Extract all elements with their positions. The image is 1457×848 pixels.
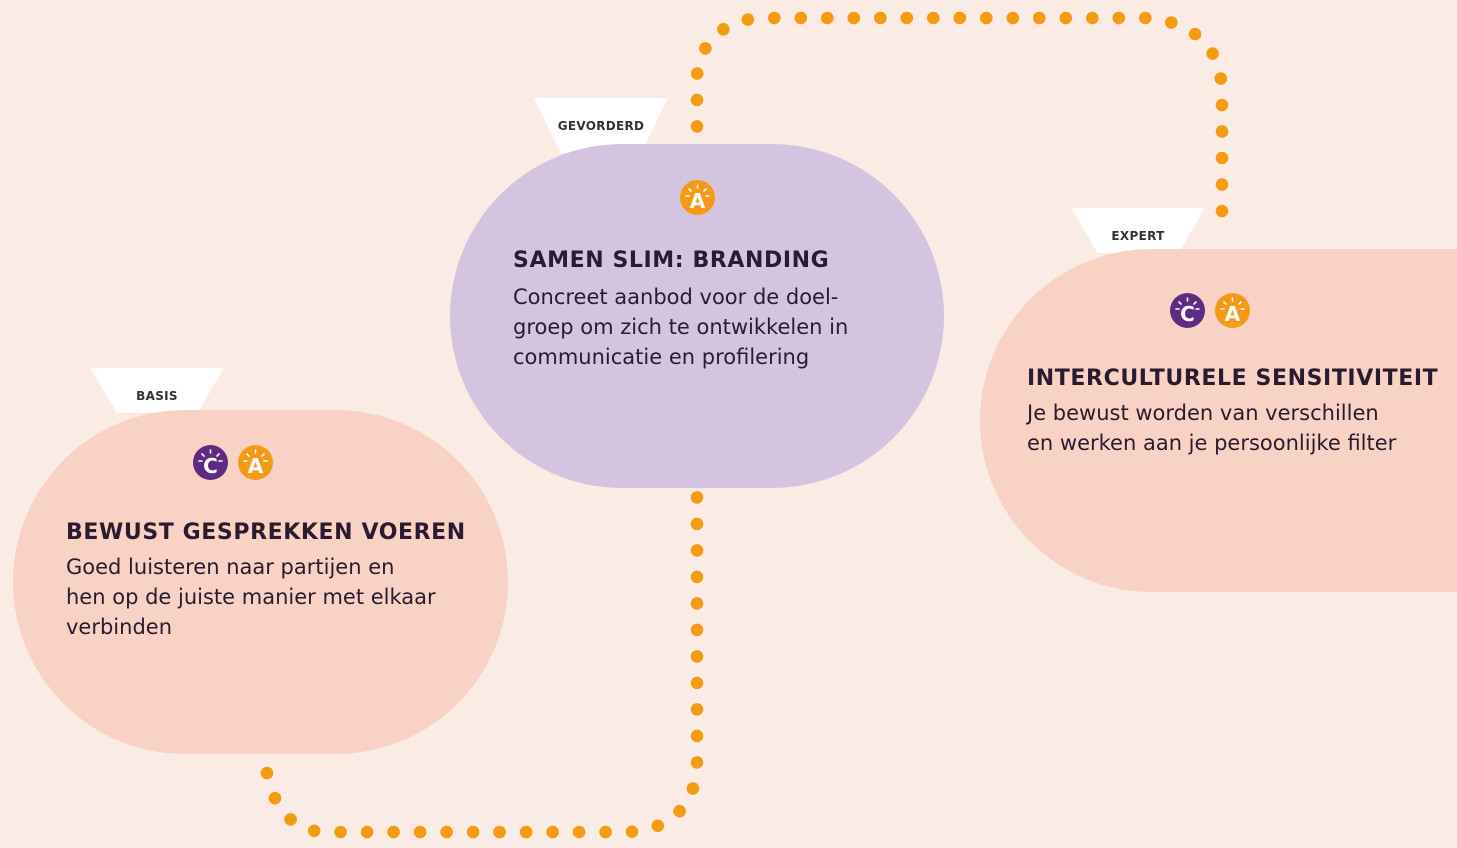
path-dot <box>413 825 427 839</box>
path-dot <box>387 825 400 839</box>
path-dot <box>690 650 704 663</box>
step-bubble-expert: C A INTERCULTURELE SENSITIVITEIT Je bewu… <box>980 249 1457 592</box>
path-dot <box>1112 11 1126 25</box>
level-tag-expert: EXPERT <box>1071 208 1205 253</box>
path-dot <box>1033 11 1046 25</box>
a-badge-icon: A <box>680 180 715 215</box>
step-bubble-basis: C A BEWUST GESPREKKEN VOEREN Goed luiste… <box>13 410 508 754</box>
path-dot <box>1214 72 1228 85</box>
path-dot <box>686 782 700 795</box>
path-dot <box>1086 11 1099 25</box>
path-dot <box>690 517 704 531</box>
path-dot <box>1215 178 1229 191</box>
step-description-gevorderd: Concreet aanbod voor de doel- groep om z… <box>513 285 849 369</box>
path-dot <box>1215 125 1229 138</box>
path-dot <box>847 11 861 25</box>
path-dot <box>268 791 282 805</box>
path-dot <box>690 93 704 107</box>
path-dot <box>690 676 704 690</box>
c-badge-icon: C <box>193 445 228 480</box>
path-dot <box>690 623 704 637</box>
path-dot <box>690 544 704 557</box>
path-dot <box>1188 27 1202 41</box>
path-dot <box>953 11 967 25</box>
path-dot <box>980 11 993 25</box>
path-dot <box>690 67 704 80</box>
path-dot <box>519 825 533 839</box>
path-dot <box>690 756 704 769</box>
path-dot <box>673 804 686 818</box>
path-dot <box>1165 16 1178 29</box>
path-dot <box>546 825 559 839</box>
icon-group-basis: C A <box>193 445 273 480</box>
path-dot <box>821 11 834 25</box>
path-dot <box>1059 11 1073 25</box>
path-dot <box>690 491 704 504</box>
path-dot <box>1215 98 1229 112</box>
icon-group-expert: C A <box>1170 293 1250 328</box>
path-dot <box>768 11 781 25</box>
path-dot <box>690 703 704 716</box>
path-dot <box>651 819 665 833</box>
step-title-gevorderd: SAMEN SLIM: BRANDING <box>513 248 830 273</box>
level-label-expert: EXPERT <box>1111 229 1165 243</box>
icon-group-gevorderd: A <box>680 180 715 215</box>
path-dot <box>690 570 704 584</box>
path-dot <box>900 11 914 25</box>
path-dot <box>599 825 612 839</box>
step-description-basis: Goed luisteren naar partijen en hen op d… <box>66 555 436 639</box>
path-dot <box>1215 204 1229 218</box>
path-dot <box>284 813 297 826</box>
path-dot <box>493 825 506 839</box>
path-dot <box>699 42 712 55</box>
path-dot <box>1215 151 1229 165</box>
path-dot <box>741 13 755 26</box>
path-dot <box>690 597 704 610</box>
path-dot <box>625 825 639 838</box>
a-badge-icon: A <box>1215 293 1250 328</box>
step-bubble-gevorderd: A SAMEN SLIM: BRANDING Concreet aanbod v… <box>450 144 944 488</box>
path-dot <box>794 11 808 25</box>
path-dot <box>360 825 374 839</box>
path-dot <box>260 766 274 780</box>
c-badge-icon: C <box>1170 293 1205 328</box>
path-dot <box>717 23 730 36</box>
path-dot <box>690 120 704 133</box>
step-description-expert: Je bewust worden van verschillen en werk… <box>1027 401 1397 455</box>
path-dot <box>1206 47 1219 60</box>
path-dot <box>440 825 453 839</box>
path-dot <box>927 11 940 25</box>
path-dot <box>307 824 321 838</box>
path-dot <box>572 825 586 839</box>
step-title-expert: INTERCULTURELE SENSITIVITEIT <box>1027 366 1439 391</box>
path-dot <box>1006 11 1020 25</box>
path-dot <box>1139 11 1152 25</box>
level-label-gevorderd: GEVORDERD <box>557 119 645 133</box>
path-dot <box>334 825 347 839</box>
path-dot <box>466 825 480 839</box>
path-dot <box>874 11 887 25</box>
path-dot <box>690 729 704 743</box>
level-label-basis: BASIS <box>136 389 178 403</box>
step-title-basis: BEWUST GESPREKKEN VOEREN <box>66 520 466 545</box>
a-badge-icon: A <box>238 445 273 480</box>
